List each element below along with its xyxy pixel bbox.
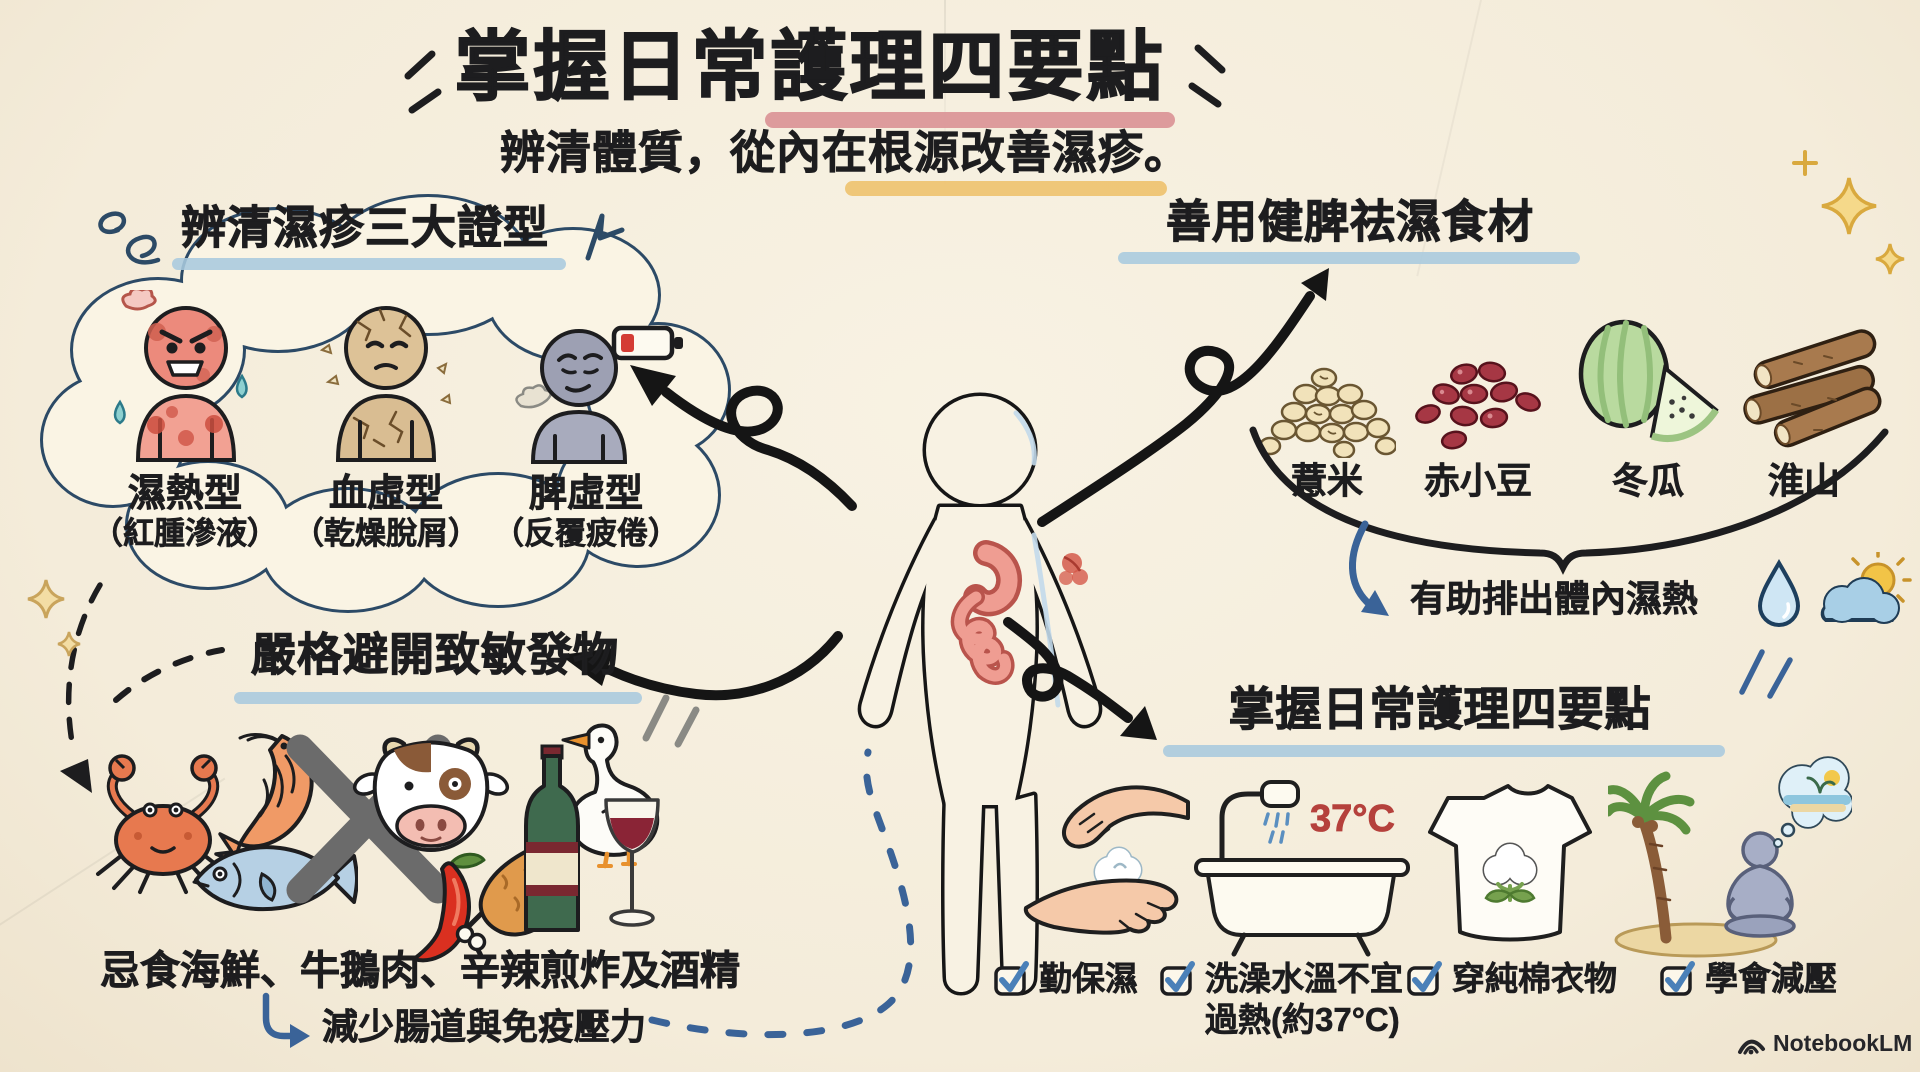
- page-title: 掌握日常護理四要點: [454, 25, 1166, 110]
- type-2-name: 血虛型: [328, 473, 444, 516]
- bath-temp-label: 37°C: [1310, 798, 1396, 841]
- elbow-arrow-icon: [262, 992, 310, 1048]
- winter-melon-icon: [1578, 319, 1719, 442]
- title-tick-right-icon: [1188, 44, 1226, 108]
- dashed-doodle-icon: [113, 647, 225, 703]
- care-item-4-label: 學會減壓: [1705, 960, 1838, 998]
- blue-curve-arrow-icon: [1349, 520, 1389, 616]
- cloud-scribble-icon: [98, 211, 161, 265]
- checkbox-checked-icon: [1407, 961, 1442, 996]
- cotton-boll: [1482, 842, 1538, 903]
- care-item-1-label: 勤保濕: [1039, 960, 1139, 998]
- cow-icon: [352, 737, 510, 853]
- blue-tick-doodle-icon: [1739, 649, 1793, 699]
- foods-title: 善用健脾祛濕食材: [1165, 196, 1534, 247]
- care-item-3: 穿純棉衣物: [1405, 958, 1655, 999]
- bathtub-icon: [1194, 780, 1410, 957]
- care-item-2-label: 洗澡水溫不宜過熱(約37°C): [1205, 960, 1404, 1039]
- food-label-wintermelon: 冬瓜: [1611, 460, 1685, 502]
- eczema-arm-patch: [1059, 553, 1088, 585]
- sparkle-plus-icon: [1792, 150, 1818, 176]
- brand-badge: NotebookLM: [1736, 1030, 1912, 1057]
- foods-bracket: [1249, 426, 1889, 575]
- cotton-shirt-icon: [1428, 784, 1592, 942]
- moisturize-hands-icon: [1023, 785, 1190, 935]
- care-item-2: 洗澡水溫不宜過熱(約37°C): [1158, 958, 1420, 1041]
- checkbox-checked-icon: [994, 961, 1029, 996]
- gut-illustration: [950, 540, 1023, 685]
- food-label-redbean: 赤小豆: [1423, 460, 1533, 502]
- care-title: 掌握日常護理四要點: [1228, 683, 1652, 735]
- notebooklm-logo-icon: [1738, 1039, 1765, 1055]
- subtitle-highlight-yellow: [845, 181, 1167, 196]
- sparkle-doodle-icon: [585, 213, 625, 261]
- gray-dash-doodle-icon: [642, 694, 700, 748]
- avoid-caption: 忌食海鮮、牛鵝肉、辛辣煎炸及酒精: [100, 949, 741, 994]
- crab-icon: [96, 754, 230, 894]
- checkbox-checked-icon: [1660, 961, 1695, 996]
- water-drop-icon: [1757, 559, 1801, 627]
- care-item-4: 學會減壓: [1658, 958, 1868, 999]
- type-1-detail: （紅腫滲液）: [92, 516, 279, 552]
- avoid-title-underline: [234, 692, 642, 704]
- title-tick-left-icon: [404, 50, 442, 114]
- cloud-sun-icon: [1820, 552, 1912, 624]
- sparkle-star-icon: [1821, 177, 1877, 235]
- care-item-1: 勤保濕: [992, 958, 1158, 999]
- types-title: 辨清濕疹三大證型: [180, 202, 549, 253]
- avoid-note: 減少腸道與免疫壓力: [322, 1006, 647, 1048]
- foods-title-underline: [1118, 252, 1580, 264]
- type-3-name: 脾虛型: [528, 473, 644, 516]
- wine-glass-icon: [604, 798, 660, 927]
- star-doodle-icon: [27, 579, 65, 619]
- page-subtitle: 辨清體質，從內在根源改善濕疹。: [499, 127, 1190, 179]
- foods-note: 有助排出體內濕熱: [1410, 578, 1699, 620]
- avoid-title: 嚴格避開致敏發物: [250, 629, 619, 680]
- type-2-detail: （乾燥脫屑）: [293, 516, 480, 552]
- chinese-yam-icon: [1743, 329, 1882, 448]
- checkbox-checked-icon: [1160, 961, 1195, 996]
- chili-icon: [412, 852, 486, 963]
- brand-name: NotebookLM: [1773, 1030, 1913, 1056]
- tired-gray-figure-icon: [515, 329, 628, 464]
- low-battery-icon: [611, 325, 683, 361]
- title-highlight-pink: [765, 112, 1175, 128]
- types-title-underline: [172, 258, 566, 270]
- thought-bubble: [1773, 756, 1852, 848]
- care-title-underline: [1163, 745, 1725, 757]
- type-1-name: 濕熱型: [127, 473, 243, 516]
- star-doodle-small-icon: [57, 631, 81, 657]
- care-item-3-label: 穿純棉衣物: [1452, 960, 1618, 998]
- dry-cracked-figure-icon: [319, 306, 452, 462]
- dashed-arrow-down-icon: [60, 582, 103, 793]
- red-hot-figure-icon: [113, 290, 248, 462]
- relax-meditation-icon: [1608, 756, 1852, 958]
- red-bean-icon: [1415, 361, 1541, 450]
- sparkle-star-small-icon: [1875, 243, 1905, 275]
- meditating-person: [1724, 831, 1796, 938]
- type-3-detail: （反覆疲倦）: [493, 516, 680, 552]
- human-body-figure: [857, 392, 1103, 996]
- wine-bottle-icon: [524, 744, 580, 932]
